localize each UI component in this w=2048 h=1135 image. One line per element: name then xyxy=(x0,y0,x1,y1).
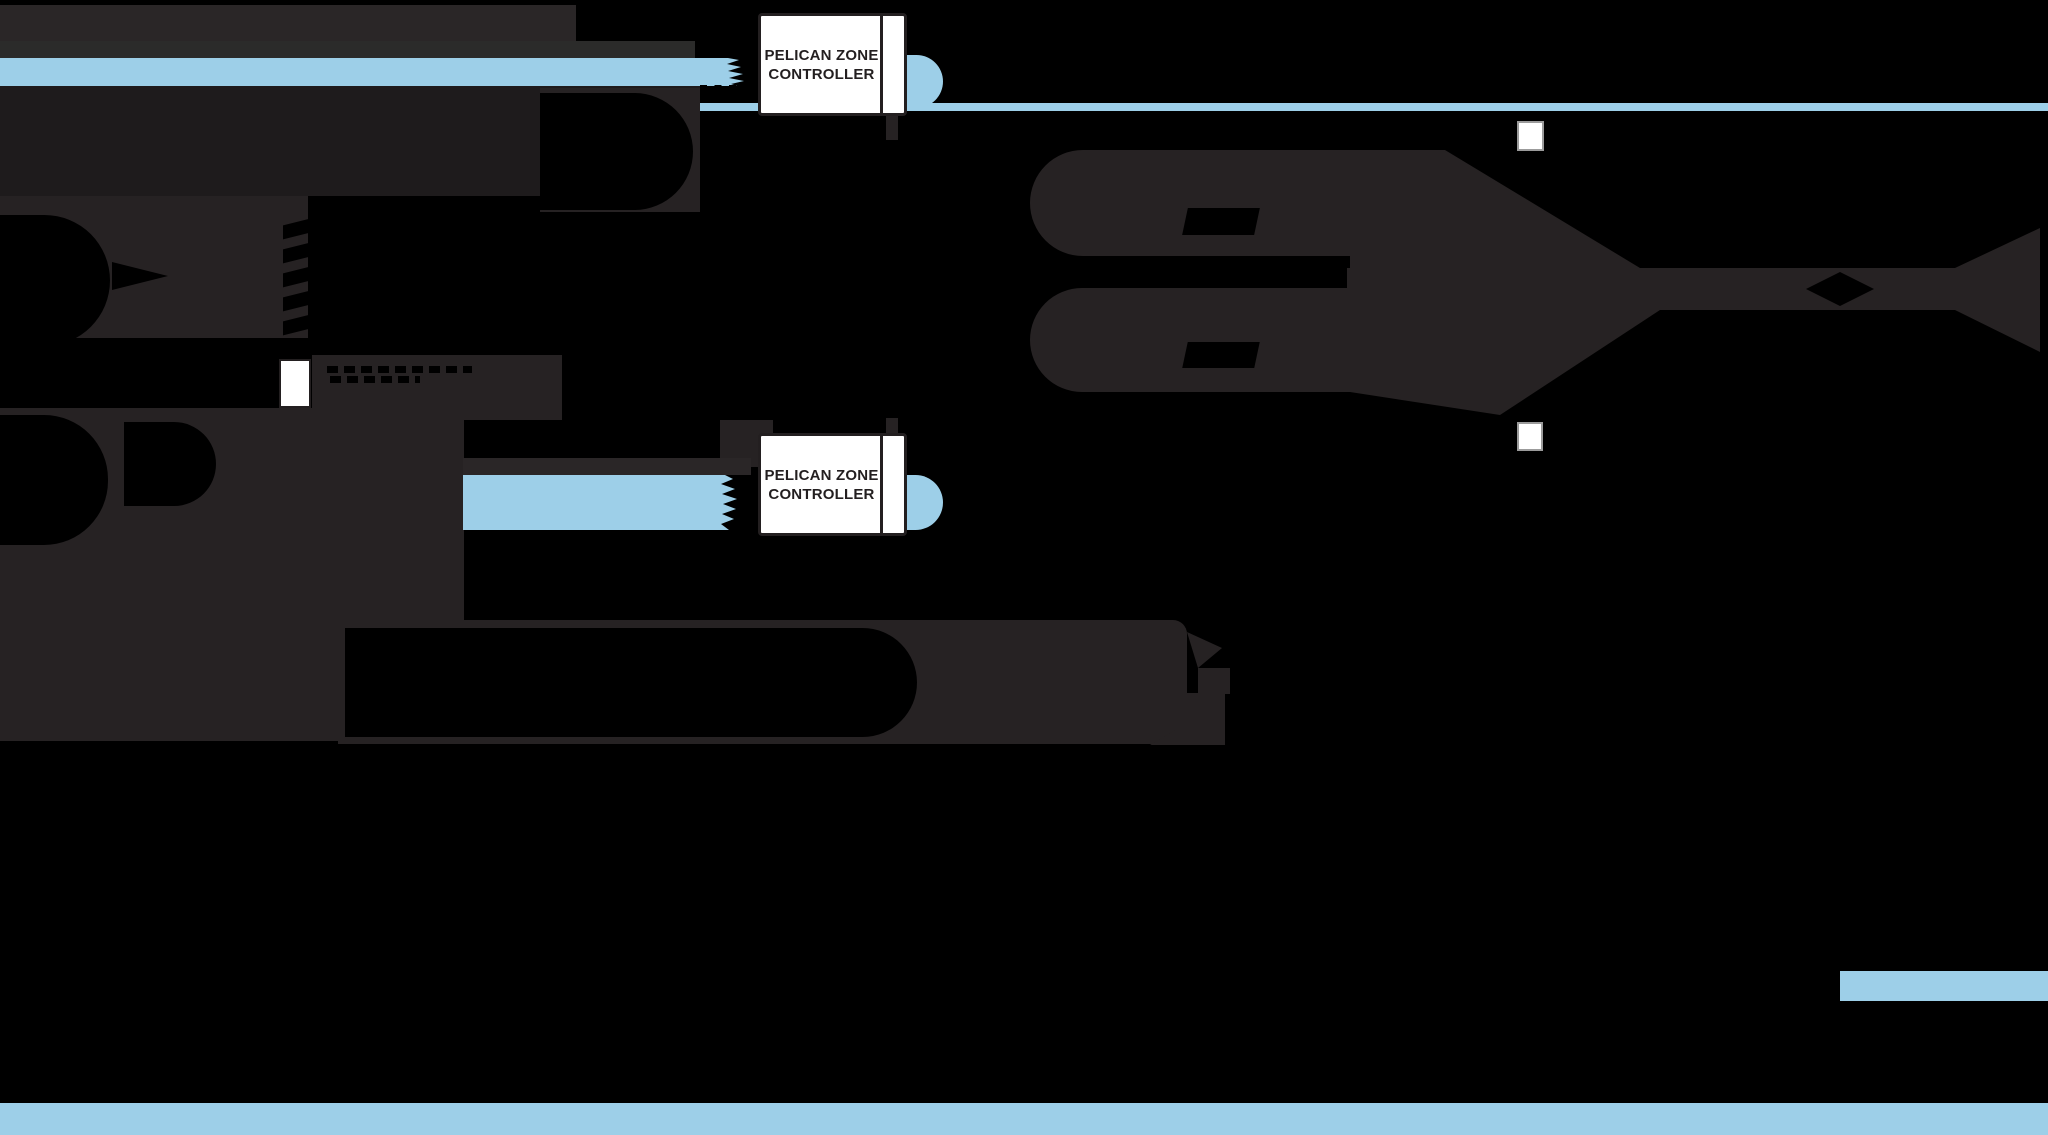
controller-2-antenna-icon xyxy=(903,475,943,530)
duct-panel-edge-line xyxy=(308,196,313,348)
supply-branch-upper xyxy=(1030,150,1350,256)
thermostat-icon xyxy=(1517,422,1543,451)
return-trunk-interior xyxy=(345,628,917,737)
zone-controller-box-2: PELICAN ZONE CONTROLLER xyxy=(758,433,907,536)
zone-controller-2-label-line1: PELICAN ZONE xyxy=(764,466,879,484)
network-bar-bottom xyxy=(0,1103,2048,1135)
thermostat-icon xyxy=(1517,121,1544,151)
duct-transition-upper xyxy=(1350,150,1640,268)
controller-1-stub xyxy=(886,116,898,140)
roof-band-top xyxy=(0,5,576,41)
controller-2-stub xyxy=(886,418,898,433)
roof-band-lower xyxy=(0,41,695,58)
duct-band-above-bar-2 xyxy=(463,458,751,475)
network-line xyxy=(653,103,2048,111)
supply-branch-lower xyxy=(1030,288,1350,392)
airflow-bar-2 xyxy=(463,475,737,530)
signal-dashes-icon xyxy=(700,85,752,93)
duct-opening-lower-icon xyxy=(0,415,108,545)
zone-controller-1-label-line1: PELICAN ZONE xyxy=(764,46,879,64)
dashed-wire-row xyxy=(327,366,472,373)
duct-gap-band xyxy=(0,338,313,357)
zone-controller-2-label-line2: CONTROLLER xyxy=(768,485,875,503)
network-bar-top xyxy=(0,58,744,86)
branch-damper-lower-icon xyxy=(1182,342,1260,368)
thermostat-icon xyxy=(279,359,311,408)
zone-controller-box-1: PELICAN ZONE CONTROLLER xyxy=(758,13,907,116)
trunk-end-diffuser xyxy=(1955,228,2040,352)
controller-antenna-panel-divider xyxy=(880,16,883,113)
controller-antenna-panel-divider xyxy=(880,436,883,533)
network-bar-right xyxy=(1840,971,2048,1001)
return-damper-hub-icon xyxy=(1198,668,1230,694)
controller-1-antenna-icon xyxy=(903,55,943,108)
dashed-wire-row xyxy=(330,376,420,383)
duct-opening-upper-icon xyxy=(0,215,110,346)
fan-housing-upper-icon xyxy=(540,93,693,210)
return-damper-vane-icon xyxy=(1187,632,1222,668)
fan-housing-lower-icon xyxy=(124,422,216,506)
zone-controller-1-label-line2: CONTROLLER xyxy=(768,65,875,83)
branch-damper-upper-icon xyxy=(1182,208,1260,235)
